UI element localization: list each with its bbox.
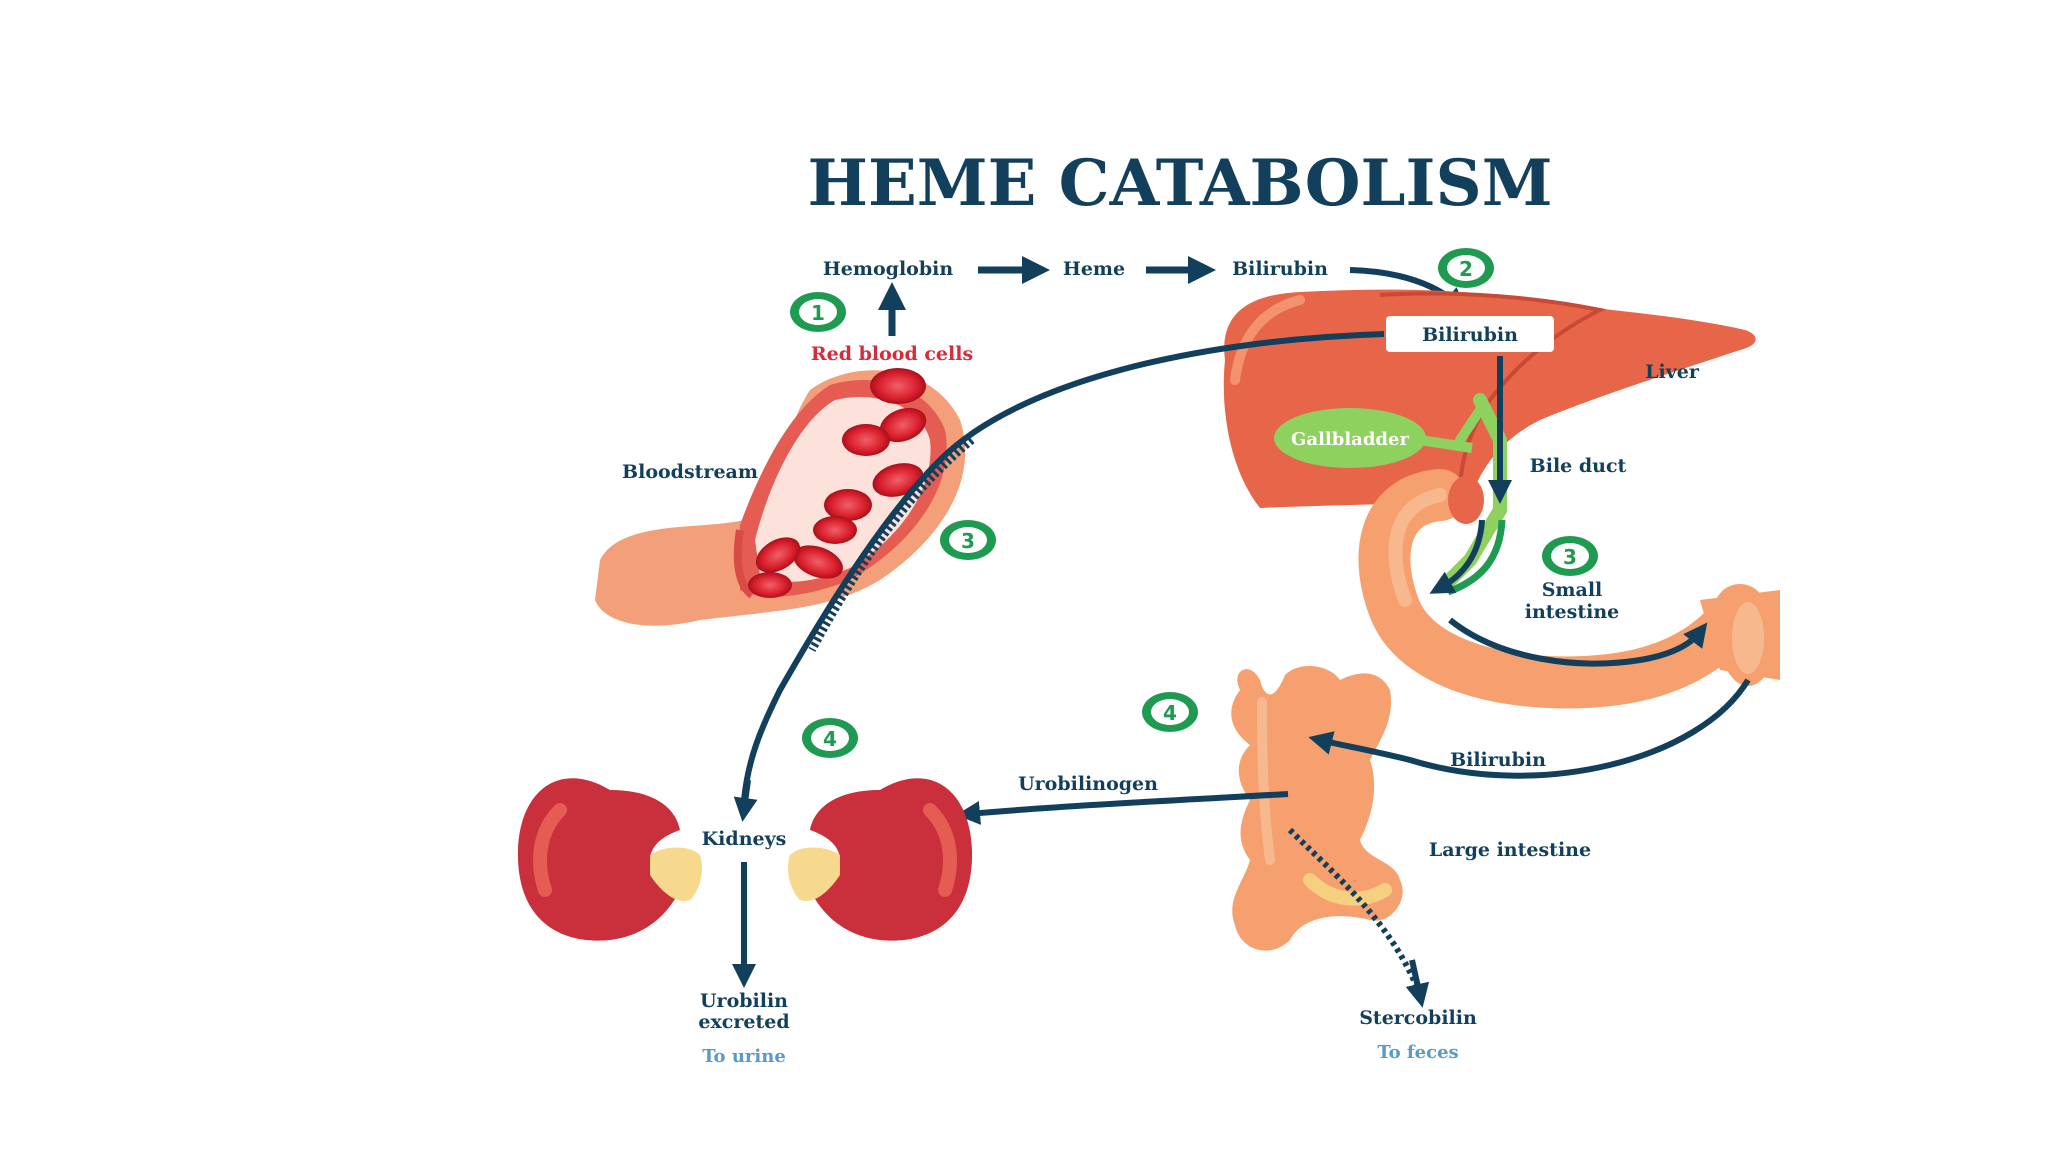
stercobilin-label: Stercobilin — [1359, 1007, 1477, 1029]
step-1-badge: 1 — [790, 292, 846, 332]
svg-text:3: 3 — [1563, 545, 1577, 569]
arrow-icon — [1448, 617, 1708, 667]
red-blood-cells-label: Red blood cells — [811, 343, 973, 365]
bilirubin-to-kidney-arc — [741, 331, 1385, 801]
gallbladder-label: Gallbladder — [1291, 429, 1409, 450]
step-2-badge: 2 — [1438, 248, 1494, 288]
to-feces-label: To feces — [1377, 1042, 1458, 1063]
liver-label: Liver — [1645, 361, 1700, 383]
step-3-blood-badge: 3 — [940, 520, 996, 560]
kidneys-label: Kidneys — [702, 828, 787, 850]
right-kidney-illustration — [788, 778, 973, 941]
bilirubin-large-label: Bilirubin — [1450, 749, 1546, 771]
small-intestine-label-line1: Small — [1542, 579, 1603, 601]
bilirubin-liver-label: Bilirubin — [1422, 324, 1518, 346]
urobilin-label-line1: Urobilin — [700, 990, 788, 1012]
page-title: HEME CATABOLISM — [807, 146, 1552, 221]
bilirubin-top-label: Bilirubin — [1232, 258, 1328, 280]
step-4-large-badge: 4 — [1142, 692, 1198, 732]
arrow-icon — [733, 779, 758, 822]
svg-text:4: 4 — [823, 727, 837, 751]
bile-flow-line — [1446, 519, 1506, 596]
svg-text:2: 2 — [1459, 257, 1473, 281]
svg-text:4: 4 — [1163, 701, 1177, 725]
bilirubin-liver-box: Bilirubin — [1386, 316, 1554, 352]
svg-text:3: 3 — [961, 529, 975, 553]
urobilinogen-label: Urobilinogen — [1018, 773, 1158, 795]
left-kidney-illustration — [517, 778, 702, 941]
step-4-kidney-badge: 4 — [802, 718, 858, 758]
dotted-arrow-icon — [1287, 827, 1421, 992]
large-intestine-illustration — [1231, 665, 1403, 951]
arrow-icon — [1429, 519, 1485, 594]
hemoglobin-label: Hemoglobin — [823, 258, 953, 280]
heme-label: Heme — [1063, 258, 1125, 280]
small-intestine-illustration — [1358, 469, 1780, 709]
arrow-icon — [1308, 678, 1751, 779]
red-blood-cells-illustration — [748, 368, 927, 598]
urobilin-label-line2: excreted — [698, 1011, 789, 1033]
arrow-icon — [1405, 959, 1430, 1008]
small-intestine-label-line2: intestine — [1525, 601, 1620, 623]
large-intestine-label: Large intestine — [1429, 839, 1591, 861]
to-urine-label: To urine — [702, 1046, 786, 1067]
step-3-intestine-badge: 3 — [1542, 536, 1598, 576]
dotted-arrow-icon — [808, 436, 975, 652]
bile-duct-label: Bile duct — [1530, 455, 1627, 477]
svg-text:1: 1 — [811, 301, 825, 325]
arrow-icon — [956, 791, 1289, 825]
bloodstream-label: Bloodstream — [622, 461, 758, 483]
